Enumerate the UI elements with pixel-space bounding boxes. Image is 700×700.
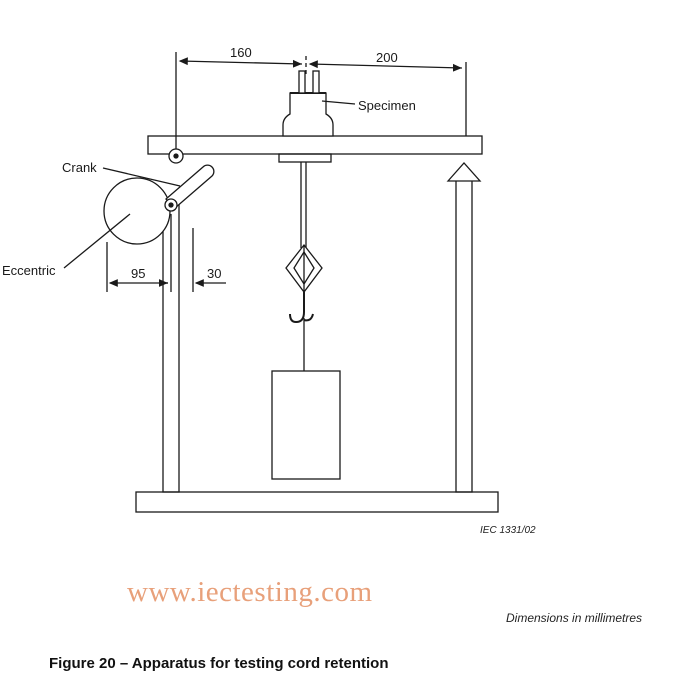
eccentric-disc [103,177,171,245]
pivot-triangle [446,162,482,182]
dimension-line-200 [308,60,463,72]
dimension-label-95: 95 [131,266,145,281]
plug-pin-left [298,70,306,94]
plug-pin-right [312,70,320,94]
eccentric-label: Eccentric [2,263,56,278]
crank-arm [165,164,215,209]
lever-beam [147,135,483,155]
watermark-text: www.iectesting.com [127,576,373,608]
leader-crank [102,167,181,187]
clamp-block [278,153,332,163]
specimen-label: Specimen [358,98,416,113]
leader-eccentric [63,213,131,269]
hook [289,292,305,324]
base-plate [135,491,499,513]
crank-label: Crank [62,160,97,175]
iec-reference: IEC 1331/02 [480,525,536,536]
weight [271,370,341,480]
leader-specimen [321,100,356,105]
dimension-label-160: 160 [230,45,252,60]
specimen-plug [282,92,334,137]
dimension-label-30: 30 [207,266,221,281]
dimension-label-200: 200 [376,50,398,65]
dimension-line-160 [178,57,303,68]
figure-caption: Figure 20 – Apparatus for testing cord r… [49,655,389,672]
right-post [455,179,473,493]
units-note: Dimensions in millimetres [506,611,643,625]
